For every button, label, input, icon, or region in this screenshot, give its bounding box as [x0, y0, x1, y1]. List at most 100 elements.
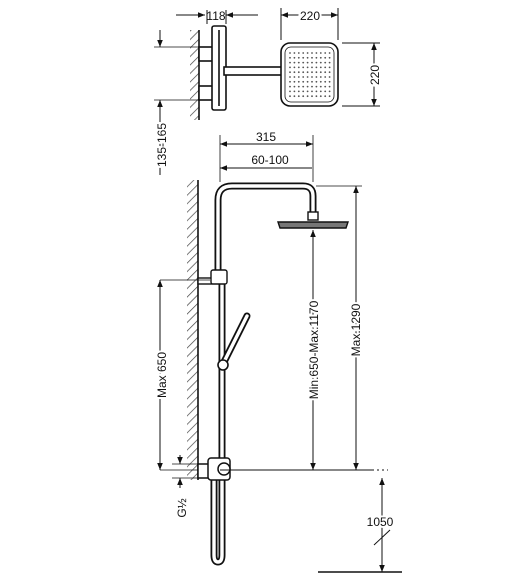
nozzle-dot: [324, 71, 327, 74]
nozzle-dot: [293, 85, 296, 88]
nozzle-dot: [315, 85, 318, 88]
nozzle-dot: [328, 56, 331, 59]
nozzle-dot: [306, 56, 309, 59]
top-wall: [190, 30, 199, 120]
dim-1290-label: Max.1290: [349, 303, 363, 356]
nozzle-dot: [319, 61, 322, 64]
top-view: 118 220 220 135-165: [153, 7, 384, 175]
nozzle-dot: [324, 66, 327, 69]
nozzle-dot: [319, 95, 322, 98]
nozzle-dot: [297, 56, 300, 59]
nozzle-dot: [324, 95, 327, 98]
top-mixer-body: [198, 25, 283, 111]
nozzle-dot: [311, 85, 313, 88]
nozzle-dot: [319, 56, 322, 59]
nozzle-dot: [289, 61, 291, 64]
nozzle-dot: [289, 85, 291, 88]
hand-shower: [217, 312, 251, 371]
riser-pipe: [214, 182, 317, 284]
nozzle-dot: [289, 76, 291, 78]
nozzle-dot: [289, 71, 291, 74]
nozzle-dot: [306, 66, 309, 69]
dim-1050-label: 1050: [367, 515, 394, 529]
nozzle-dot: [324, 80, 327, 83]
nozzle-dot: [315, 56, 318, 59]
dim-650-1170-label: Min.650-Max.1170: [307, 300, 321, 399]
nozzle-dot: [328, 52, 331, 54]
nozzle-dot: [302, 56, 305, 59]
nozzle-dot: [311, 71, 313, 74]
nozzle-dot: [311, 66, 313, 69]
nozzle-dot: [311, 61, 313, 64]
nozzle-dot: [328, 95, 331, 98]
nozzle-dot: [297, 95, 300, 98]
nozzle-dot: [302, 90, 305, 93]
dim-118-label: 118: [206, 9, 225, 23]
nozzle-dot: [306, 95, 309, 98]
nozzle-dot: [315, 61, 318, 64]
nozzle-dot: [302, 71, 305, 74]
nozzle-dot: [293, 71, 296, 74]
nozzle-dot: [297, 85, 300, 88]
nozzle-dot: [319, 66, 322, 69]
nozzle-dot: [306, 61, 309, 64]
nozzle-dot: [319, 80, 322, 83]
nozzle-dot: [306, 90, 309, 93]
nozzle-dot: [328, 61, 331, 64]
nozzle-dot: [311, 52, 313, 54]
nozzle-dot: [289, 95, 291, 98]
nozzle-dot: [328, 66, 331, 69]
nozzle-dot: [302, 76, 305, 78]
dim-220-depth-label: 220: [368, 65, 382, 85]
nozzle-dot: [293, 61, 296, 64]
nozzle-dot: [315, 80, 318, 83]
nozzle-dot: [293, 90, 296, 93]
nozzle-dot: [289, 90, 291, 93]
nozzle-dot: [297, 52, 300, 54]
nozzle-dot: [319, 85, 322, 88]
side-shower-head: [277, 211, 349, 229]
nozzle-dot: [315, 95, 318, 98]
nozzle-dot: [319, 90, 322, 93]
nozzle-dot: [289, 52, 291, 54]
mixer-valve: [197, 457, 231, 481]
nozzle-dot: [293, 56, 296, 59]
dim-220-width-label: 220: [300, 9, 320, 23]
dim-max-650-label: Max 650: [155, 352, 169, 398]
nozzle-dot: [302, 85, 305, 88]
dim-60-100-label: 60-100: [251, 153, 289, 167]
nozzle-dot: [319, 71, 322, 74]
nozzle-dot: [302, 95, 305, 98]
nozzle-dot: [315, 66, 318, 69]
nozzle-dot: [311, 95, 313, 98]
nozzle-dot: [297, 71, 300, 74]
nozzle-dot: [328, 85, 331, 88]
nozzle-dot: [324, 85, 327, 88]
nozzle-dot: [311, 90, 313, 93]
nozzle-dot: [319, 76, 322, 78]
nozzle-dot: [293, 80, 296, 83]
nozzle-dot: [306, 76, 309, 78]
nozzle-dot: [311, 76, 313, 78]
nozzle-dot: [293, 52, 296, 54]
nozzle-dot: [311, 80, 313, 83]
nozzle-dot: [315, 71, 318, 74]
nozzle-dot: [319, 52, 322, 54]
nozzle-dot: [306, 52, 309, 54]
nozzle-dot: [306, 71, 309, 74]
wall-bracket: [197, 269, 228, 285]
side-view: 315 60-100 Min.650-Max.1170 Max.1290 Max…: [153, 130, 402, 573]
nozzle-dot: [306, 80, 309, 83]
nozzle-dot: [324, 90, 327, 93]
nozzle-dot: [302, 80, 305, 83]
nozzle-dot: [297, 80, 300, 83]
nozzle-dot: [328, 71, 331, 74]
nozzle-dot: [293, 76, 296, 78]
nozzle-dot: [324, 52, 327, 54]
nozzle-dot: [324, 61, 327, 64]
nozzle-dot: [293, 95, 296, 98]
nozzle-dot: [302, 52, 305, 54]
nozzle-dot: [297, 66, 300, 69]
nozzle-dot: [324, 76, 327, 78]
